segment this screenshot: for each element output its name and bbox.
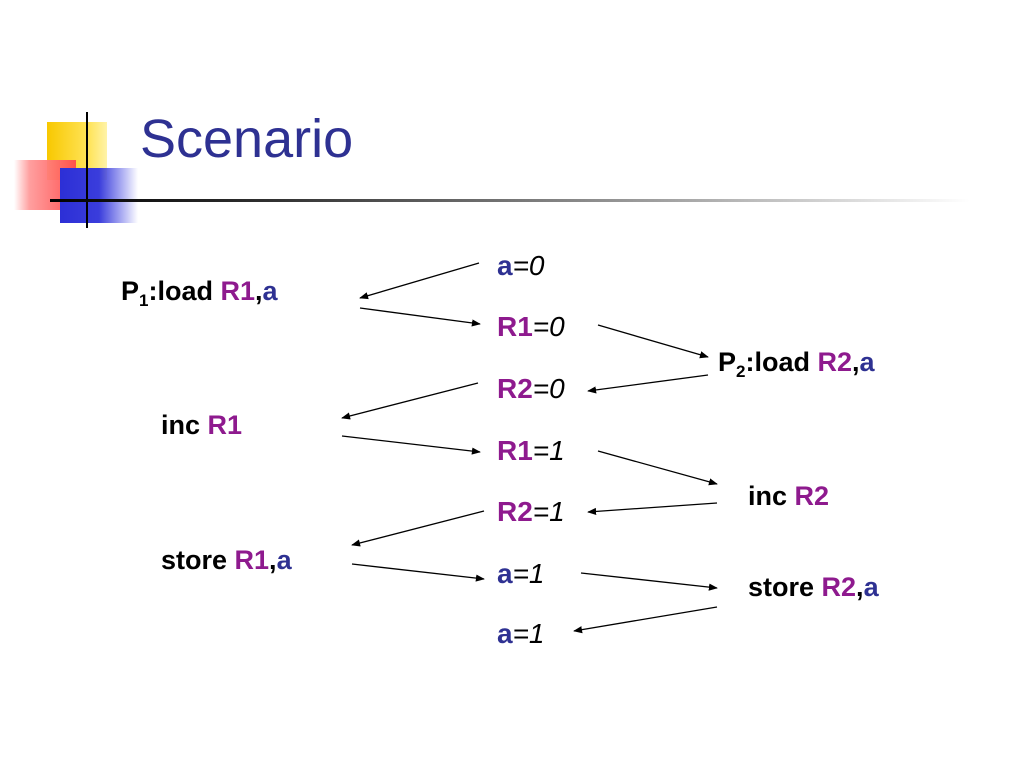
arrow-read-r2-to-p1-inc bbox=[341, 382, 479, 420]
p1-store-register: R1 bbox=[234, 545, 270, 575]
state-entry-2-value: =0 bbox=[532, 311, 565, 342]
arrow-p2-inc-to-r2 bbox=[587, 502, 718, 516]
state-entry-7-name: a bbox=[497, 618, 513, 649]
state-entry-5-name: R2 bbox=[497, 496, 533, 527]
p1-inc-instruction: inc R1 bbox=[161, 412, 242, 439]
state-entry-4-value: =1 bbox=[532, 435, 565, 466]
state-entry-3-value: =0 bbox=[532, 373, 565, 404]
arrow-r1-to-p2-load bbox=[597, 324, 709, 359]
state-entry-1-value: =0 bbox=[512, 250, 545, 281]
p2-store-comma: , bbox=[856, 572, 864, 602]
state-entry-5: R2=1 bbox=[497, 498, 565, 526]
p1-load-variable: a bbox=[262, 276, 278, 306]
arrow-p2-load-to-r2 bbox=[587, 374, 709, 394]
p2-load-register: R2 bbox=[817, 347, 852, 377]
p1-store-variable: a bbox=[276, 545, 292, 575]
p2-load-comma: , bbox=[852, 347, 860, 377]
p1-store-op: store bbox=[161, 545, 235, 575]
state-entry-3-name: R2 bbox=[497, 373, 533, 404]
logo-vertical-line bbox=[86, 112, 88, 228]
p2-store-op: store bbox=[748, 572, 822, 602]
p1-load-instruction: P1:load R1,a bbox=[121, 276, 278, 310]
p1-store-instruction: store R1,a bbox=[161, 547, 292, 574]
p1-inc-register: R1 bbox=[207, 410, 243, 440]
arrow-p1-load-to-r1 bbox=[359, 307, 481, 327]
p1-load-comma: , bbox=[255, 276, 263, 306]
arrow-read-a-to-p1-load bbox=[359, 262, 480, 300]
slide-title: Scenario bbox=[140, 109, 354, 169]
p2-load-variable: a bbox=[859, 347, 875, 377]
state-entry-7-value: =1 bbox=[512, 618, 545, 649]
state-entry-1-name: a bbox=[497, 250, 513, 281]
state-entry-6: a=1 bbox=[497, 560, 545, 588]
logo-blue-square bbox=[60, 168, 138, 223]
slide-logo-decoration bbox=[0, 100, 140, 230]
title-underline bbox=[50, 199, 970, 202]
p2-store-variable: a bbox=[863, 572, 879, 602]
p2-load-op: :load bbox=[745, 347, 818, 377]
state-entry-2: R1=0 bbox=[497, 313, 565, 341]
p2-proc-label: P bbox=[718, 347, 737, 377]
p1-proc-label: P bbox=[121, 276, 140, 306]
state-entry-5-value: =1 bbox=[532, 496, 565, 527]
p1-load-register: R1 bbox=[220, 276, 255, 306]
arrow-a-to-p2-store bbox=[580, 572, 718, 591]
p2-inc-instruction: inc R2 bbox=[748, 483, 829, 510]
p2-proc-subscript: 2 bbox=[736, 362, 746, 381]
state-entry-3: R2=0 bbox=[497, 375, 565, 403]
p1-inc-op: inc bbox=[161, 410, 208, 440]
p2-store-instruction: store R2,a bbox=[748, 574, 879, 601]
p2-inc-op: inc bbox=[748, 481, 795, 511]
state-entry-4: R1=1 bbox=[497, 437, 565, 465]
state-entry-2-name: R1 bbox=[497, 311, 533, 342]
arrow-p1-inc-to-r1 bbox=[341, 435, 481, 455]
state-entry-6-name: a bbox=[497, 558, 513, 589]
state-entry-4-name: R1 bbox=[497, 435, 533, 466]
p1-store-comma: , bbox=[269, 545, 277, 575]
p2-inc-register: R2 bbox=[794, 481, 830, 511]
p1-proc-subscript: 1 bbox=[139, 291, 149, 310]
arrow-p1-store-to-a bbox=[351, 563, 485, 582]
p1-load-op: :load bbox=[148, 276, 221, 306]
p2-store-register: R2 bbox=[821, 572, 857, 602]
arrow-p2-store-to-a bbox=[573, 606, 718, 634]
state-entry-7: a=1 bbox=[497, 620, 545, 648]
p2-load-instruction: P2:load R2,a bbox=[718, 347, 875, 381]
arrow-read-r2-to-p1-store bbox=[351, 510, 485, 547]
state-entry-6-value: =1 bbox=[512, 558, 545, 589]
state-entry-1: a=0 bbox=[497, 252, 545, 280]
arrow-r1-to-p2-inc bbox=[597, 450, 718, 486]
